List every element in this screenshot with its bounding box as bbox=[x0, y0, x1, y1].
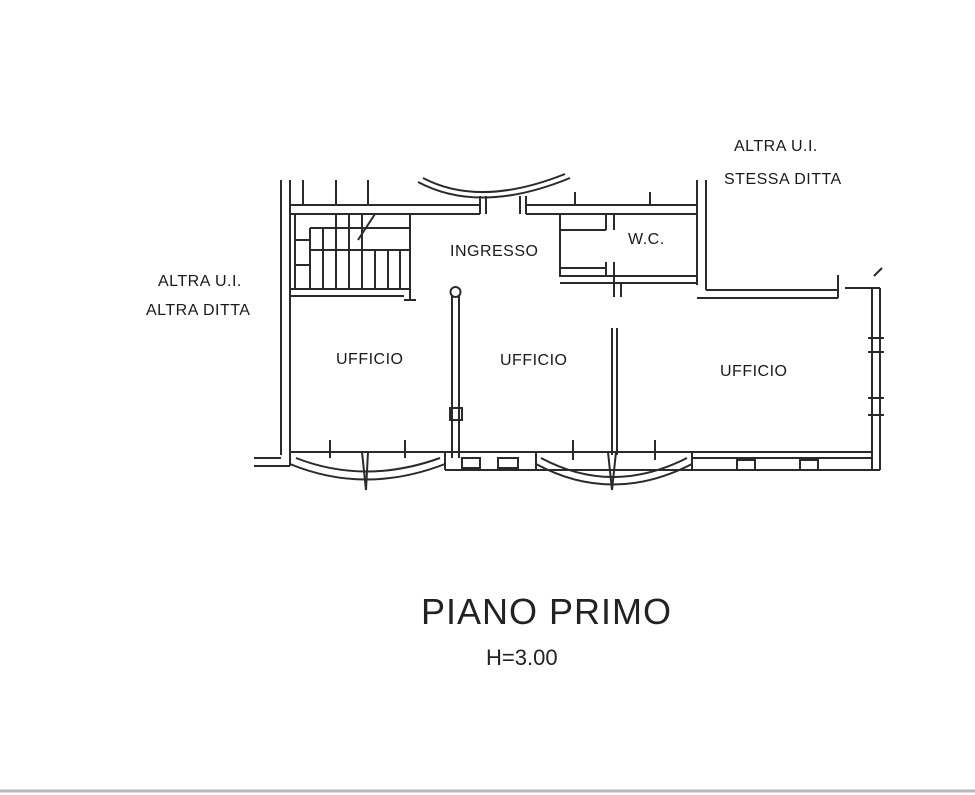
neighbor-left-line1: ALTRA U.I. bbox=[158, 273, 242, 290]
wc-walls bbox=[559, 213, 698, 277]
staircase bbox=[294, 213, 416, 301]
room-label-office-right: UFFICIO bbox=[720, 363, 788, 380]
top-bay-arc bbox=[417, 177, 571, 199]
neighbor-right-line2: STESSA DITTA bbox=[724, 171, 842, 188]
room-label-wc: W.C. bbox=[628, 231, 665, 248]
plan-height: H=3.00 bbox=[486, 645, 558, 670]
room-label-office-left: UFFICIO bbox=[336, 351, 404, 368]
room-label-office-center: UFFICIO bbox=[500, 352, 568, 369]
plan-title: PIANO PRIMO bbox=[421, 591, 673, 632]
neighbor-right-line1: ALTRA U.I. bbox=[734, 138, 818, 155]
neighbor-left-line2: ALTRA DITTA bbox=[146, 302, 251, 319]
room-label-ingresso: INGRESSO bbox=[450, 243, 539, 260]
